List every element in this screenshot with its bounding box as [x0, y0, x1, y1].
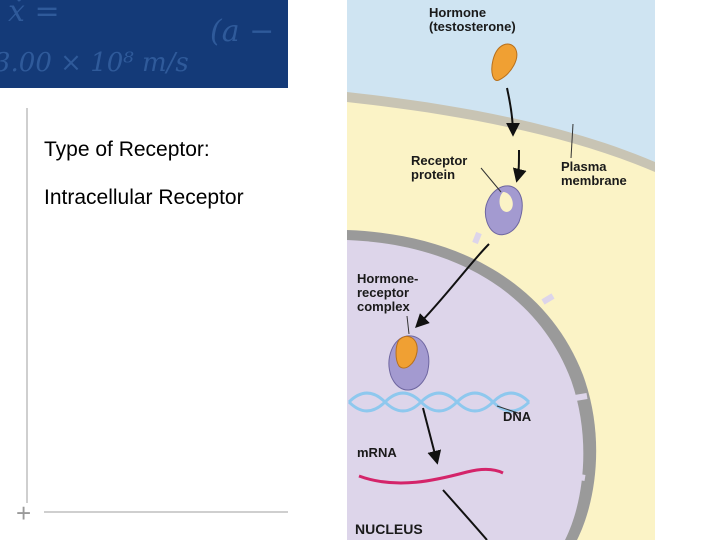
label-dna: DNA [503, 409, 532, 424]
leader-lines [406, 123, 574, 415]
slide-subheading: Intracellular Receptor [44, 186, 244, 209]
bottom-rule [44, 511, 288, 513]
nuclear-pores [472, 231, 588, 481]
label-complex: Hormone- receptor complex [357, 271, 419, 314]
label-nucleus: NUCLEUS [355, 521, 423, 537]
label-plasma-membrane: Plasma membrane [561, 159, 627, 188]
label-receptor-protein: Receptor protein [411, 153, 468, 182]
plus-icon: + [16, 498, 32, 528]
receptor-diagram: Hormone (testosterone) Receptor protein … [347, 0, 655, 540]
header-equation: ẋ = [8, 0, 60, 29]
header-equation: 3.00 × 10⁸ m/s [0, 48, 189, 78]
diagram-svg [347, 0, 655, 540]
hormone-molecule [491, 43, 518, 81]
mrna-strand [358, 467, 504, 485]
header-band: ẋ = (a − 3.00 × 10⁸ m/s [0, 0, 288, 88]
label-hormone: Hormone (testosterone) [429, 5, 516, 34]
label-mrna: mRNA [357, 445, 397, 460]
pathway-arrows [415, 87, 527, 540]
slide-heading: Type of Receptor: [44, 138, 210, 161]
header-equation: (a − [210, 14, 275, 49]
nucleus [347, 240, 584, 540]
dna-helix [347, 391, 531, 413]
left-rule [26, 108, 28, 503]
